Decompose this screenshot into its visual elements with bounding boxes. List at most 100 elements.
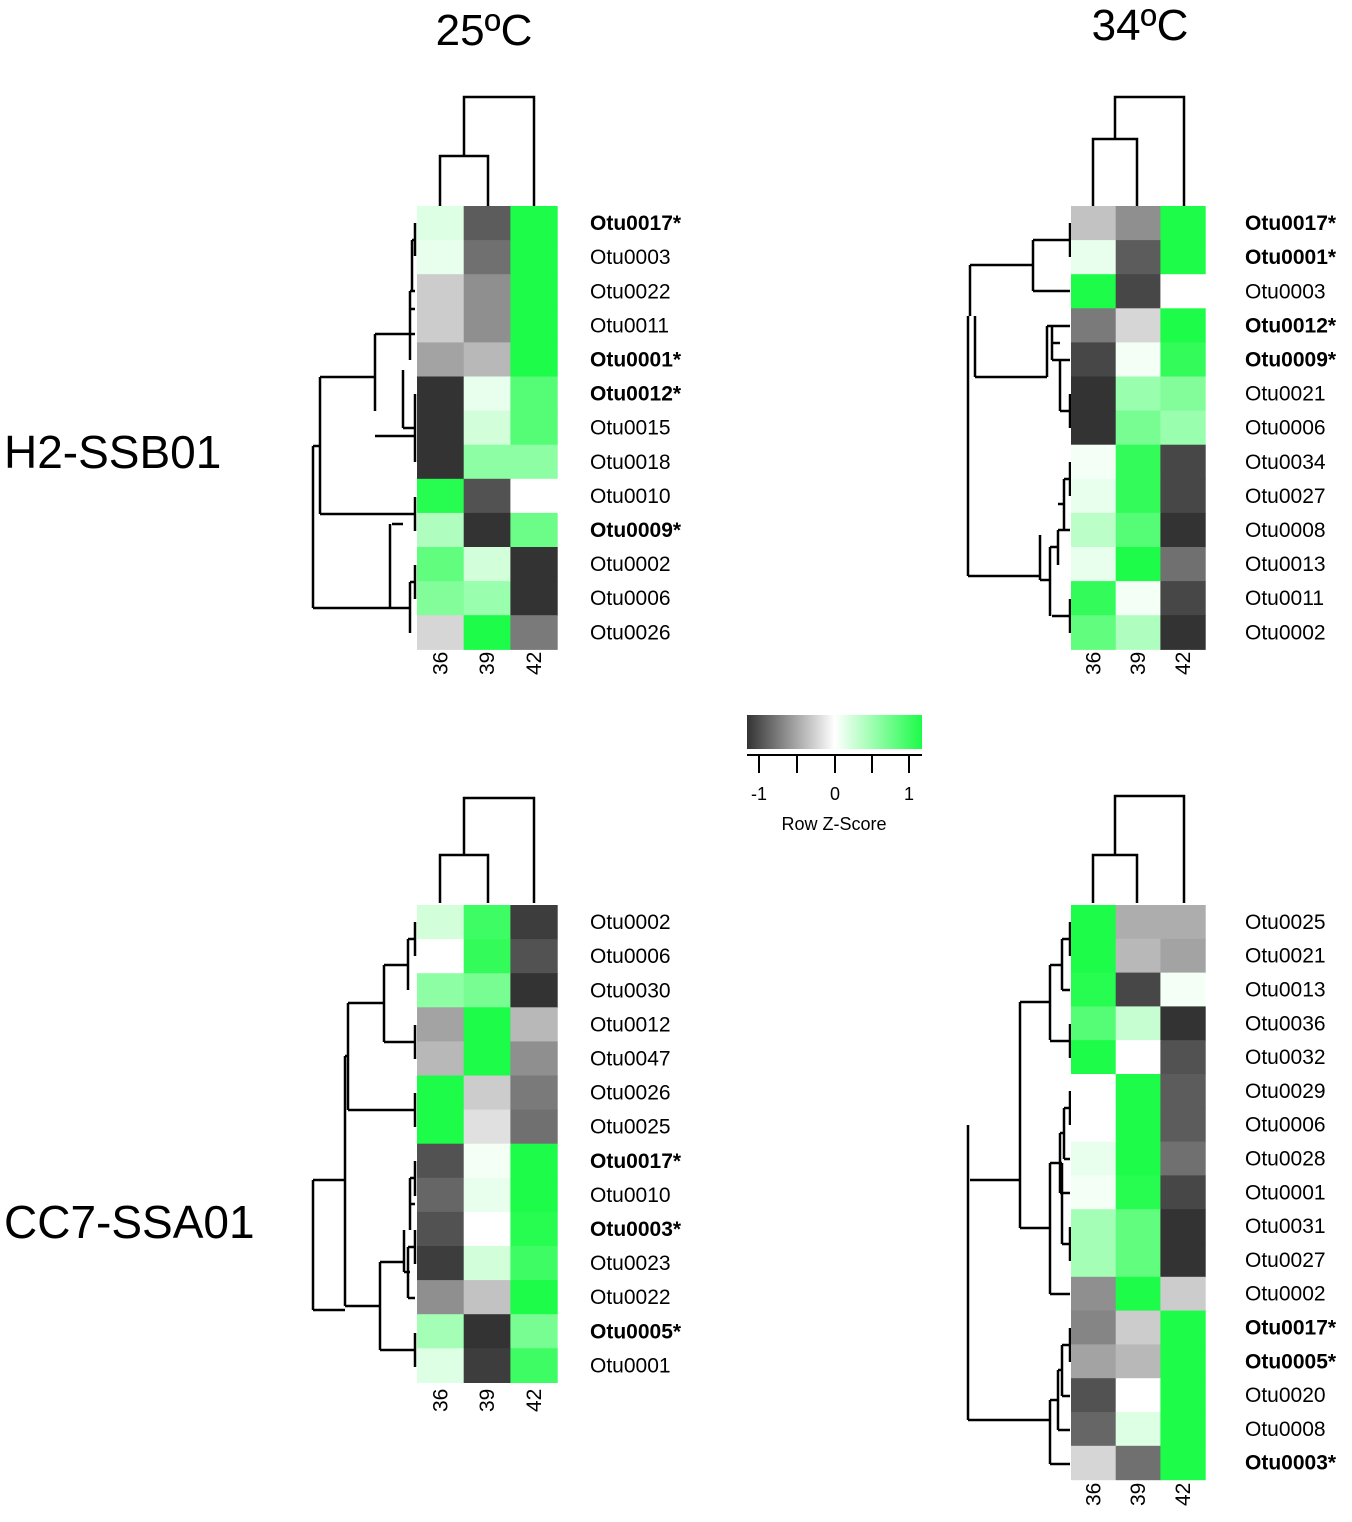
- heatmap-cell: [1160, 615, 1206, 650]
- heatmap-cell: [1071, 376, 1117, 412]
- column-dendrogram: [1091, 95, 1186, 206]
- heatmap-cell: [1071, 1412, 1117, 1447]
- heatmap-panel-cc7-34: Otu0025Otu0021Otu0013Otu0036Otu0032Otu00…: [966, 794, 1337, 1506]
- column-label: 39: [1127, 652, 1150, 675]
- heatmap-cell: [417, 1007, 465, 1042]
- heatmap-cell: [1115, 274, 1161, 309]
- row-label: Otu0006: [590, 587, 671, 610]
- row-label: Otu0001*: [1245, 246, 1337, 269]
- row-label: Otu0002: [1245, 1283, 1326, 1306]
- heatmap-cell: [1115, 1175, 1161, 1210]
- heatmap-cell: [463, 547, 511, 582]
- heatmap-cell: [463, 478, 511, 514]
- heatmap-cell: [1160, 1445, 1206, 1481]
- row-label: Otu0010: [590, 485, 671, 508]
- heatmap-cell: [417, 512, 465, 548]
- row-label: Otu0001*: [590, 348, 682, 371]
- row-dendrogram: [966, 223, 1072, 633]
- heatmap-cell: [510, 1007, 558, 1042]
- heatmap-panel-h2-34: Otu0017*Otu0001*Otu0003Otu0012*Otu0009*O…: [966, 95, 1337, 675]
- heatmap-cell: [1071, 1276, 1117, 1312]
- heatmap-cell: [1071, 274, 1117, 309]
- heatmap-cell: [417, 444, 465, 480]
- heatmap-cell: [1071, 547, 1117, 582]
- heatmap-cell: [1115, 615, 1161, 650]
- row-label: Otu0009*: [1245, 348, 1337, 371]
- heatmap-cell: [1160, 274, 1206, 309]
- heatmap-cells: [417, 905, 558, 1383]
- row-label: Otu0001: [1245, 1181, 1326, 1204]
- heatmap-cell: [510, 342, 558, 378]
- heatmap-cell: [1071, 1107, 1117, 1143]
- heatmap-cell: [1160, 581, 1206, 616]
- heatmap-panel-cc7-25: Otu0002Otu0006Otu0030Otu0012Otu0047Otu00…: [311, 796, 682, 1412]
- row-label: Otu0026: [590, 621, 671, 644]
- heatmap-panel-h2-25: Otu0017*Otu0003Otu0022Otu0011Otu0001*Otu…: [311, 95, 682, 675]
- heatmap-cell: [417, 581, 465, 616]
- heatmap-cell: [417, 1211, 465, 1247]
- color-key: -1 0 1 Row Z-Score: [747, 715, 922, 834]
- row-labels: Otu0002Otu0006Otu0030Otu0012Otu0047Otu00…: [590, 911, 682, 1377]
- heatmap-cell: [510, 1211, 558, 1247]
- heatmap-cell: [463, 1348, 511, 1383]
- row-labels: Otu0017*Otu0003Otu0022Otu0011Otu0001*Otu…: [590, 212, 682, 644]
- row-label: Otu0020: [1245, 1384, 1326, 1407]
- heatmap-cell: [417, 1109, 465, 1145]
- row-label: Otu0003*: [590, 1218, 682, 1241]
- heatmap-cell: [1071, 1209, 1117, 1244]
- heatmap-cell: [1160, 376, 1206, 412]
- heatmap-cell: [417, 1143, 465, 1179]
- heatmap-cell: [510, 1041, 558, 1077]
- heatmap-cell: [417, 1177, 465, 1213]
- column-label: 42: [1172, 1483, 1195, 1506]
- column-label: 36: [1082, 652, 1105, 675]
- heatmap-cell: [463, 1246, 511, 1281]
- row-label: Otu0009*: [590, 519, 682, 542]
- heatmap-cell: [510, 939, 558, 974]
- heatmap-cell: [1115, 376, 1161, 412]
- heatmap-cell: [1160, 512, 1206, 548]
- heatmap-cell: [510, 1348, 558, 1383]
- heatmap-cell: [417, 1075, 465, 1111]
- heatmap-cell: [417, 973, 465, 1008]
- row-label: Otu0011: [1245, 587, 1324, 610]
- heatmap-cell: [510, 240, 558, 275]
- heatmap-cell: [1160, 240, 1206, 275]
- heatmap-cell: [1071, 1175, 1117, 1210]
- heatmap-cell: [510, 376, 558, 412]
- color-key-title: Row Z-Score: [781, 814, 886, 834]
- heatmap-cell: [510, 1109, 558, 1145]
- row-title-h2-ssb01: H2-SSB01: [4, 426, 221, 478]
- heatmap-cell: [1071, 206, 1117, 241]
- heatmap-cell: [1115, 512, 1161, 548]
- heatmap-cell: [463, 1211, 511, 1247]
- heatmap-cell: [510, 905, 558, 940]
- heatmap-cell: [510, 615, 558, 650]
- heatmap-cell: [510, 478, 558, 514]
- row-label: Otu0032: [1245, 1046, 1326, 1069]
- heatmap-cell: [510, 973, 558, 1008]
- heatmap-cell: [1115, 1107, 1161, 1143]
- row-label: Otu0006: [590, 945, 671, 968]
- row-label: Otu0011: [590, 314, 669, 337]
- row-dendrogram: [966, 922, 1072, 1466]
- row-label: Otu0008: [1245, 519, 1326, 542]
- heatmap-cell: [1071, 615, 1117, 650]
- row-label: Otu0003: [1245, 280, 1326, 303]
- heatmap-cells: [1071, 206, 1206, 650]
- heatmap-cell: [463, 615, 511, 650]
- heatmap-cell: [1071, 342, 1117, 378]
- heatmap-cell: [1071, 1074, 1117, 1109]
- heatmap-cell: [1115, 1344, 1161, 1379]
- heatmap-cell: [463, 973, 511, 1008]
- column-label: 36: [429, 1389, 452, 1412]
- heatmap-cell: [417, 410, 465, 446]
- heatmap-cell: [463, 1314, 511, 1349]
- heatmap-cell: [417, 547, 465, 582]
- heatmap-cell: [417, 274, 465, 309]
- heatmap-cell: [510, 581, 558, 616]
- row-label: Otu0026: [590, 1082, 671, 1105]
